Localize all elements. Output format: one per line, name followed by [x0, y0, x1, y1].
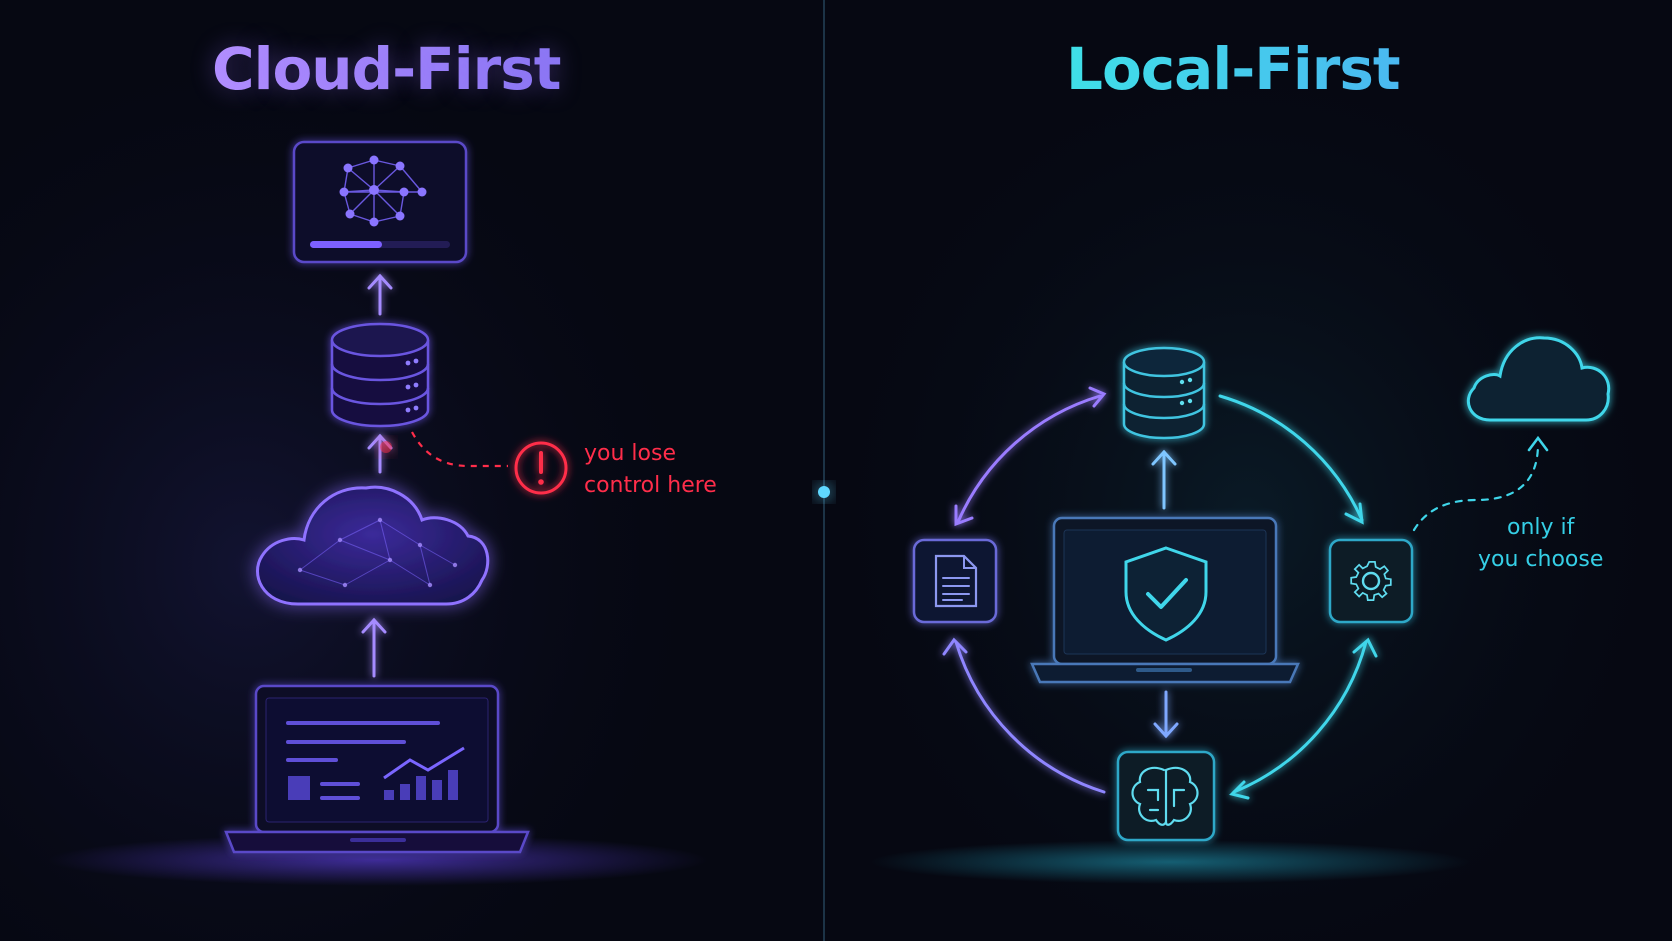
brain-icon	[1116, 750, 1216, 842]
optional-note-line1: only if	[1506, 515, 1575, 540]
local-first-title: Local-First	[1066, 35, 1401, 103]
warning-note-line1: you lose	[584, 441, 676, 466]
cloud-icon	[256, 485, 490, 606]
optional-sync-connector	[1412, 435, 1549, 532]
warning-connector	[380, 431, 508, 468]
arrow-db-to-model	[367, 273, 393, 316]
local-cycle	[942, 386, 1378, 800]
arrow-laptop-to-db	[1151, 449, 1177, 510]
laptop-shield-icon	[1030, 516, 1300, 684]
warning-note: you lose control here	[584, 438, 717, 502]
gear-icon	[1328, 538, 1414, 624]
database-icon	[1122, 346, 1206, 440]
ai-model-icon	[292, 140, 468, 264]
optional-cloud-note: only if you choose	[1478, 512, 1603, 576]
arrow-laptop-to-brain	[1153, 690, 1179, 739]
laptop-dashboard-icon	[224, 684, 530, 854]
arrow-laptop-to-cloud	[361, 617, 387, 678]
cloud-first-title: Cloud-First	[212, 35, 562, 103]
optional-note-line2: you choose	[1478, 547, 1604, 572]
cloud-icon	[1467, 336, 1611, 422]
document-icon	[912, 538, 998, 624]
divider-node	[818, 486, 830, 498]
database-icon	[330, 322, 430, 428]
warning-icon	[514, 441, 568, 495]
warning-note-line2: control here	[584, 473, 717, 498]
